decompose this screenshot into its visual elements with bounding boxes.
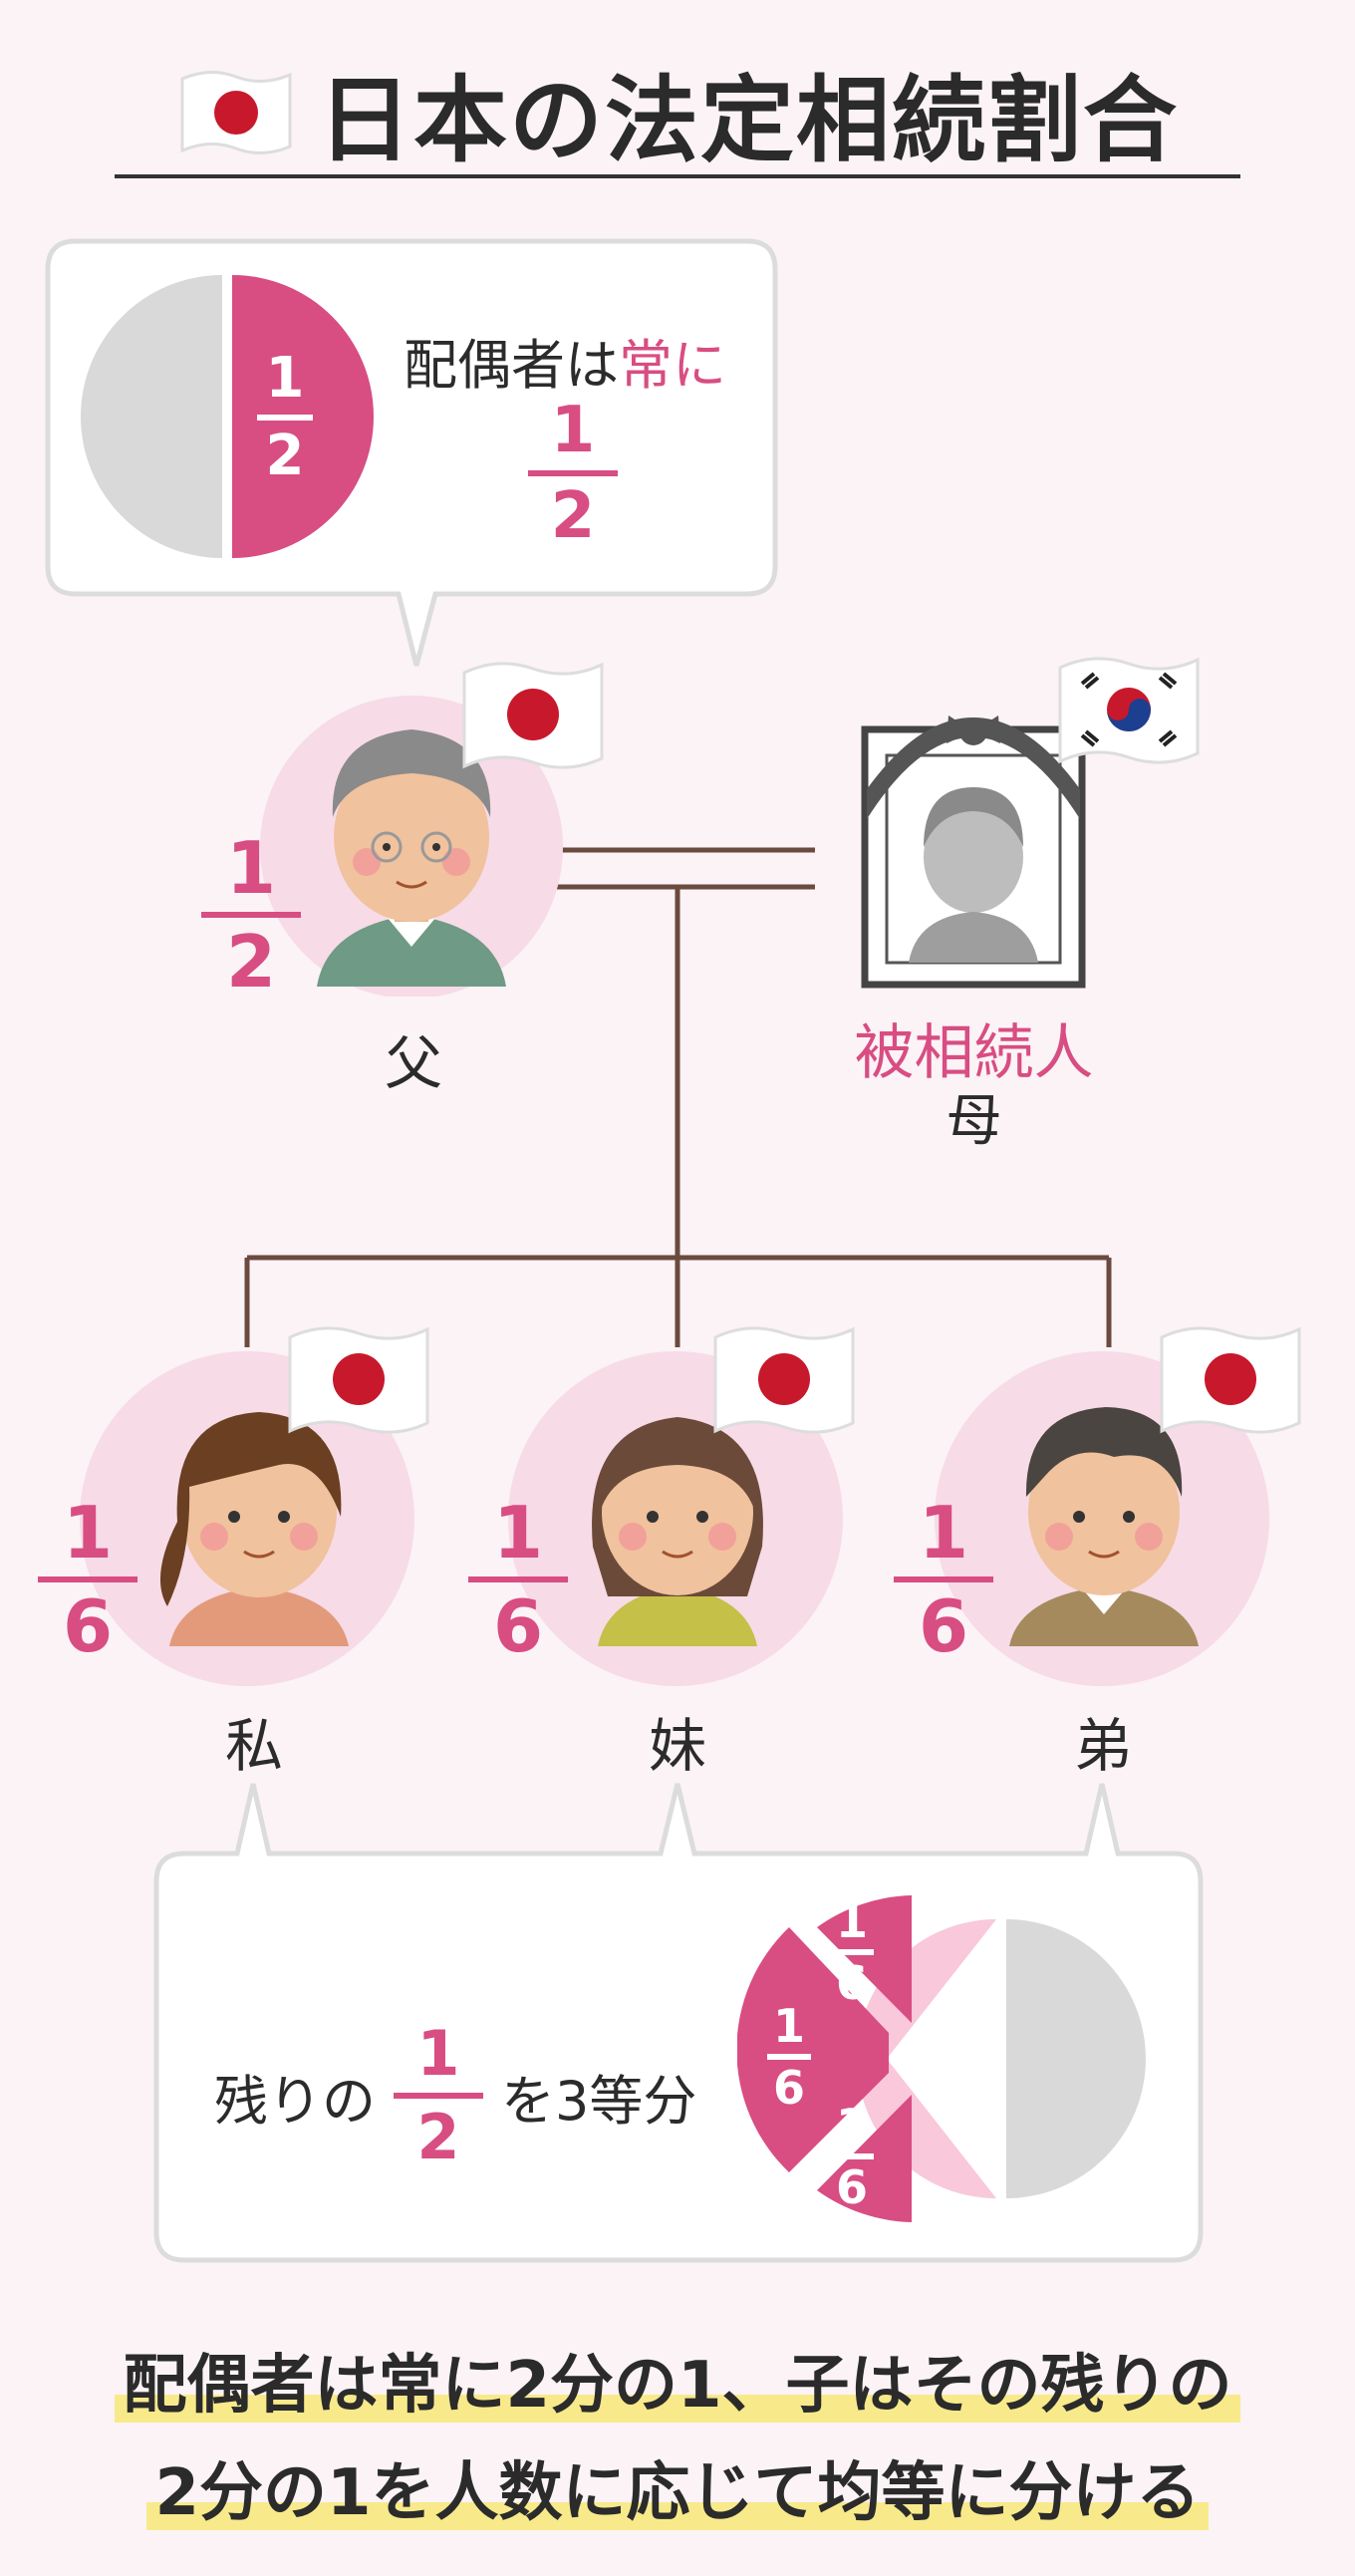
father-share: 1 2 [201,832,301,998]
sister-share: 1 6 [468,1497,568,1662]
brother-label: 弟 [1073,1712,1132,1780]
pie-half-label: 1 2 [927,1993,982,2127]
page-title: 日本の法定相続割合 [115,50,1240,178]
me-label: 私 [224,1712,283,1780]
spouse-half-slice-gray [1006,1919,1146,2198]
brother-japan-flag-icon [1160,1326,1301,1434]
deceased-label: 母 [946,1089,1002,1154]
brother-share: 1 6 [894,1497,993,1662]
me-share: 1 6 [38,1497,137,1662]
spouse-pie-chart [81,275,374,558]
title-text: 日本の法定相続割合 [317,66,1179,175]
pie-slice-label-1: 1 6 [830,1898,874,2006]
spouse-bubble [45,238,778,667]
pie-slice-label-3: 1 6 [830,2103,874,2210]
spouse-rule-text: 配偶者は常に [404,334,726,397]
spouse-pie-label: 1 2 [257,351,313,484]
brother-avatar [935,1351,1269,1686]
spouse-rule-fraction: 1 2 [528,399,618,548]
deceased-role: 被相続人 [854,1018,1094,1088]
children-rule-text: 残りの 1 2 を3等分 [214,2017,697,2173]
deceased-portrait-frame [861,716,1086,989]
sister-avatar [508,1351,843,1686]
sister-label: 妹 [648,1712,706,1780]
children-rule-fraction: 1 2 [394,2023,483,2168]
father-japan-flag-icon [462,662,604,769]
father-label: 父 [384,1029,442,1097]
child-slice-2 [737,1927,889,2172]
child-slice-1 [817,1895,912,2023]
korea-flag-icon [1058,657,1200,764]
me-japan-flag-icon [288,1326,429,1434]
pie-slice-label-2: 1 6 [767,2003,811,2111]
me-avatar [80,1351,414,1686]
summary-line-2: 2分の1を人数に応じて均等に分ける [0,2441,1355,2533]
remaining-half-slice [81,275,222,558]
japan-flag-icon [180,70,292,154]
summary-line-1: 配偶者は常に2分の1、子はその残りの [0,2334,1355,2426]
father-avatar [260,696,563,997]
sister-japan-flag-icon [713,1326,855,1434]
